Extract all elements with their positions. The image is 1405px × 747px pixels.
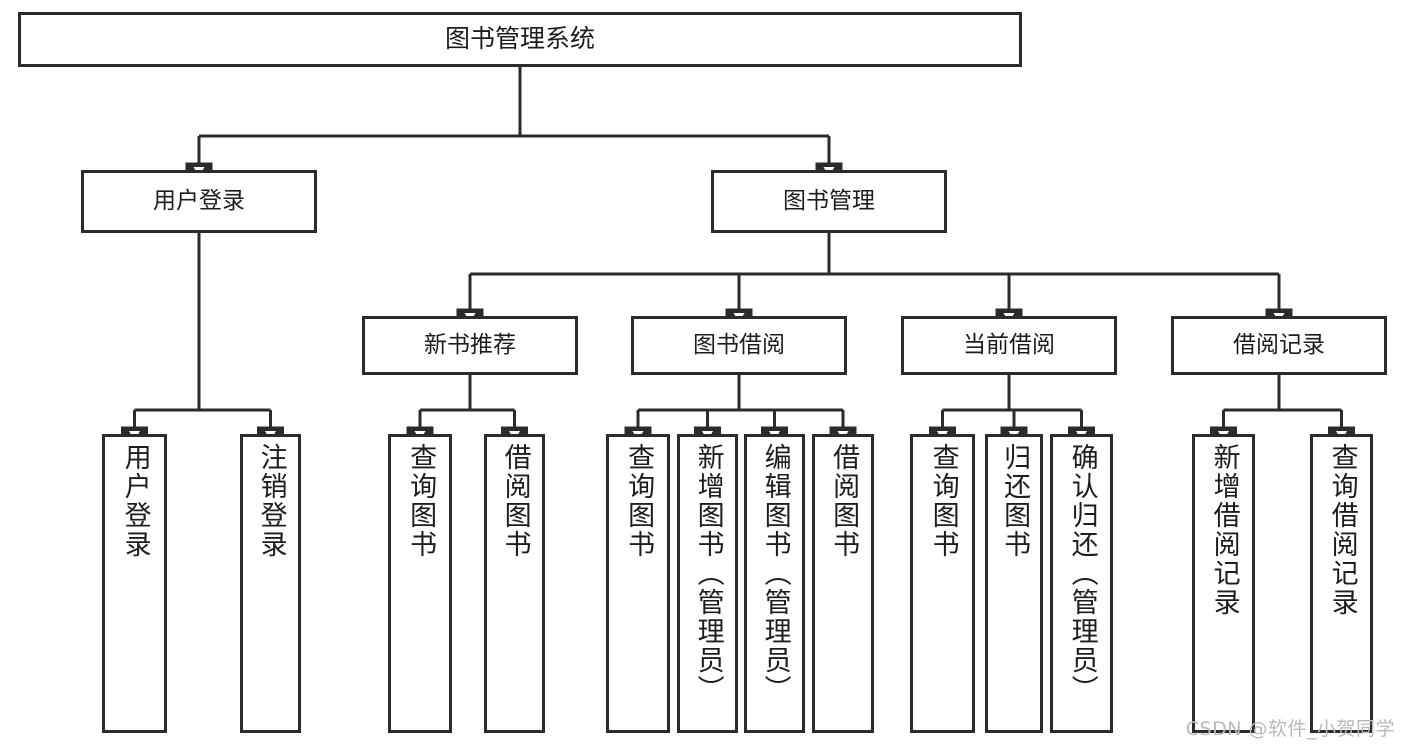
leaf-node-9[interactable]: 查询图书 [910,434,975,733]
level2-node-2-label: 图书管理 [783,188,875,215]
root-node-book-management-system[interactable]: 图书管理系统 [18,12,1022,67]
leaf-node-11[interactable]: 确认归还（管理员） [1050,434,1113,733]
leaf-node-12-label: 新增借阅记录 [1208,443,1240,617]
leaf-node-7[interactable]: 编辑图书（管理员） [744,434,805,733]
level3-node-2-label: 图书借阅 [693,332,785,359]
csdn-watermark: CSDN @软件_小贺同学 [1185,718,1395,740]
level3-node-4-label: 借阅记录 [1233,332,1325,359]
leaf-node-13-label: 查询借阅记录 [1326,443,1358,617]
leaf-node-3[interactable]: 查询图书 [388,434,452,733]
level2-node-1[interactable]: 用户登录 [81,170,317,233]
leaf-node-9-label: 查询图书 [927,443,959,559]
leaf-node-12[interactable]: 新增借阅记录 [1192,434,1255,733]
level3-node-3-label: 当前借阅 [963,332,1055,359]
leaf-node-7-label: 编辑图书（管理员） [759,443,791,704]
leaf-node-1[interactable]: 用户登录 [102,434,167,733]
leaf-node-6-label: 新增图书（管理员） [692,443,724,704]
leaf-node-8-label: 借阅图书 [828,443,860,559]
leaf-node-8[interactable]: 借阅图书 [812,434,874,733]
leaf-node-11-label: 确认归还（管理员） [1066,443,1098,704]
leaf-node-1-label: 用户登录 [119,443,151,559]
leaf-node-3-label: 查询图书 [405,443,437,559]
leaf-node-10-label: 归还图书 [999,443,1031,559]
level3-node-1[interactable]: 新书推荐 [362,316,578,375]
leaf-node-4-label: 借阅图书 [499,443,531,559]
leaf-node-5-label: 查询图书 [623,443,655,559]
level3-node-1-label: 新书推荐 [424,332,516,359]
level3-node-3[interactable]: 当前借阅 [901,316,1117,375]
level3-node-2[interactable]: 图书借阅 [631,316,847,375]
level2-node-1-label: 用户登录 [153,188,245,215]
leaf-node-2[interactable]: 注销登录 [240,434,301,733]
leaf-node-13[interactable]: 查询借阅记录 [1310,434,1373,733]
leaf-node-4[interactable]: 借阅图书 [484,434,545,733]
level2-node-2[interactable]: 图书管理 [711,170,947,233]
root-node-book-management-system-label: 图书管理系统 [444,24,595,54]
leaf-node-10[interactable]: 归还图书 [985,434,1043,733]
leaf-node-5[interactable]: 查询图书 [606,434,670,733]
leaf-node-2-label: 注销登录 [255,443,287,559]
leaf-node-6[interactable]: 新增图书（管理员） [677,434,738,733]
level3-node-4[interactable]: 借阅记录 [1171,316,1387,375]
